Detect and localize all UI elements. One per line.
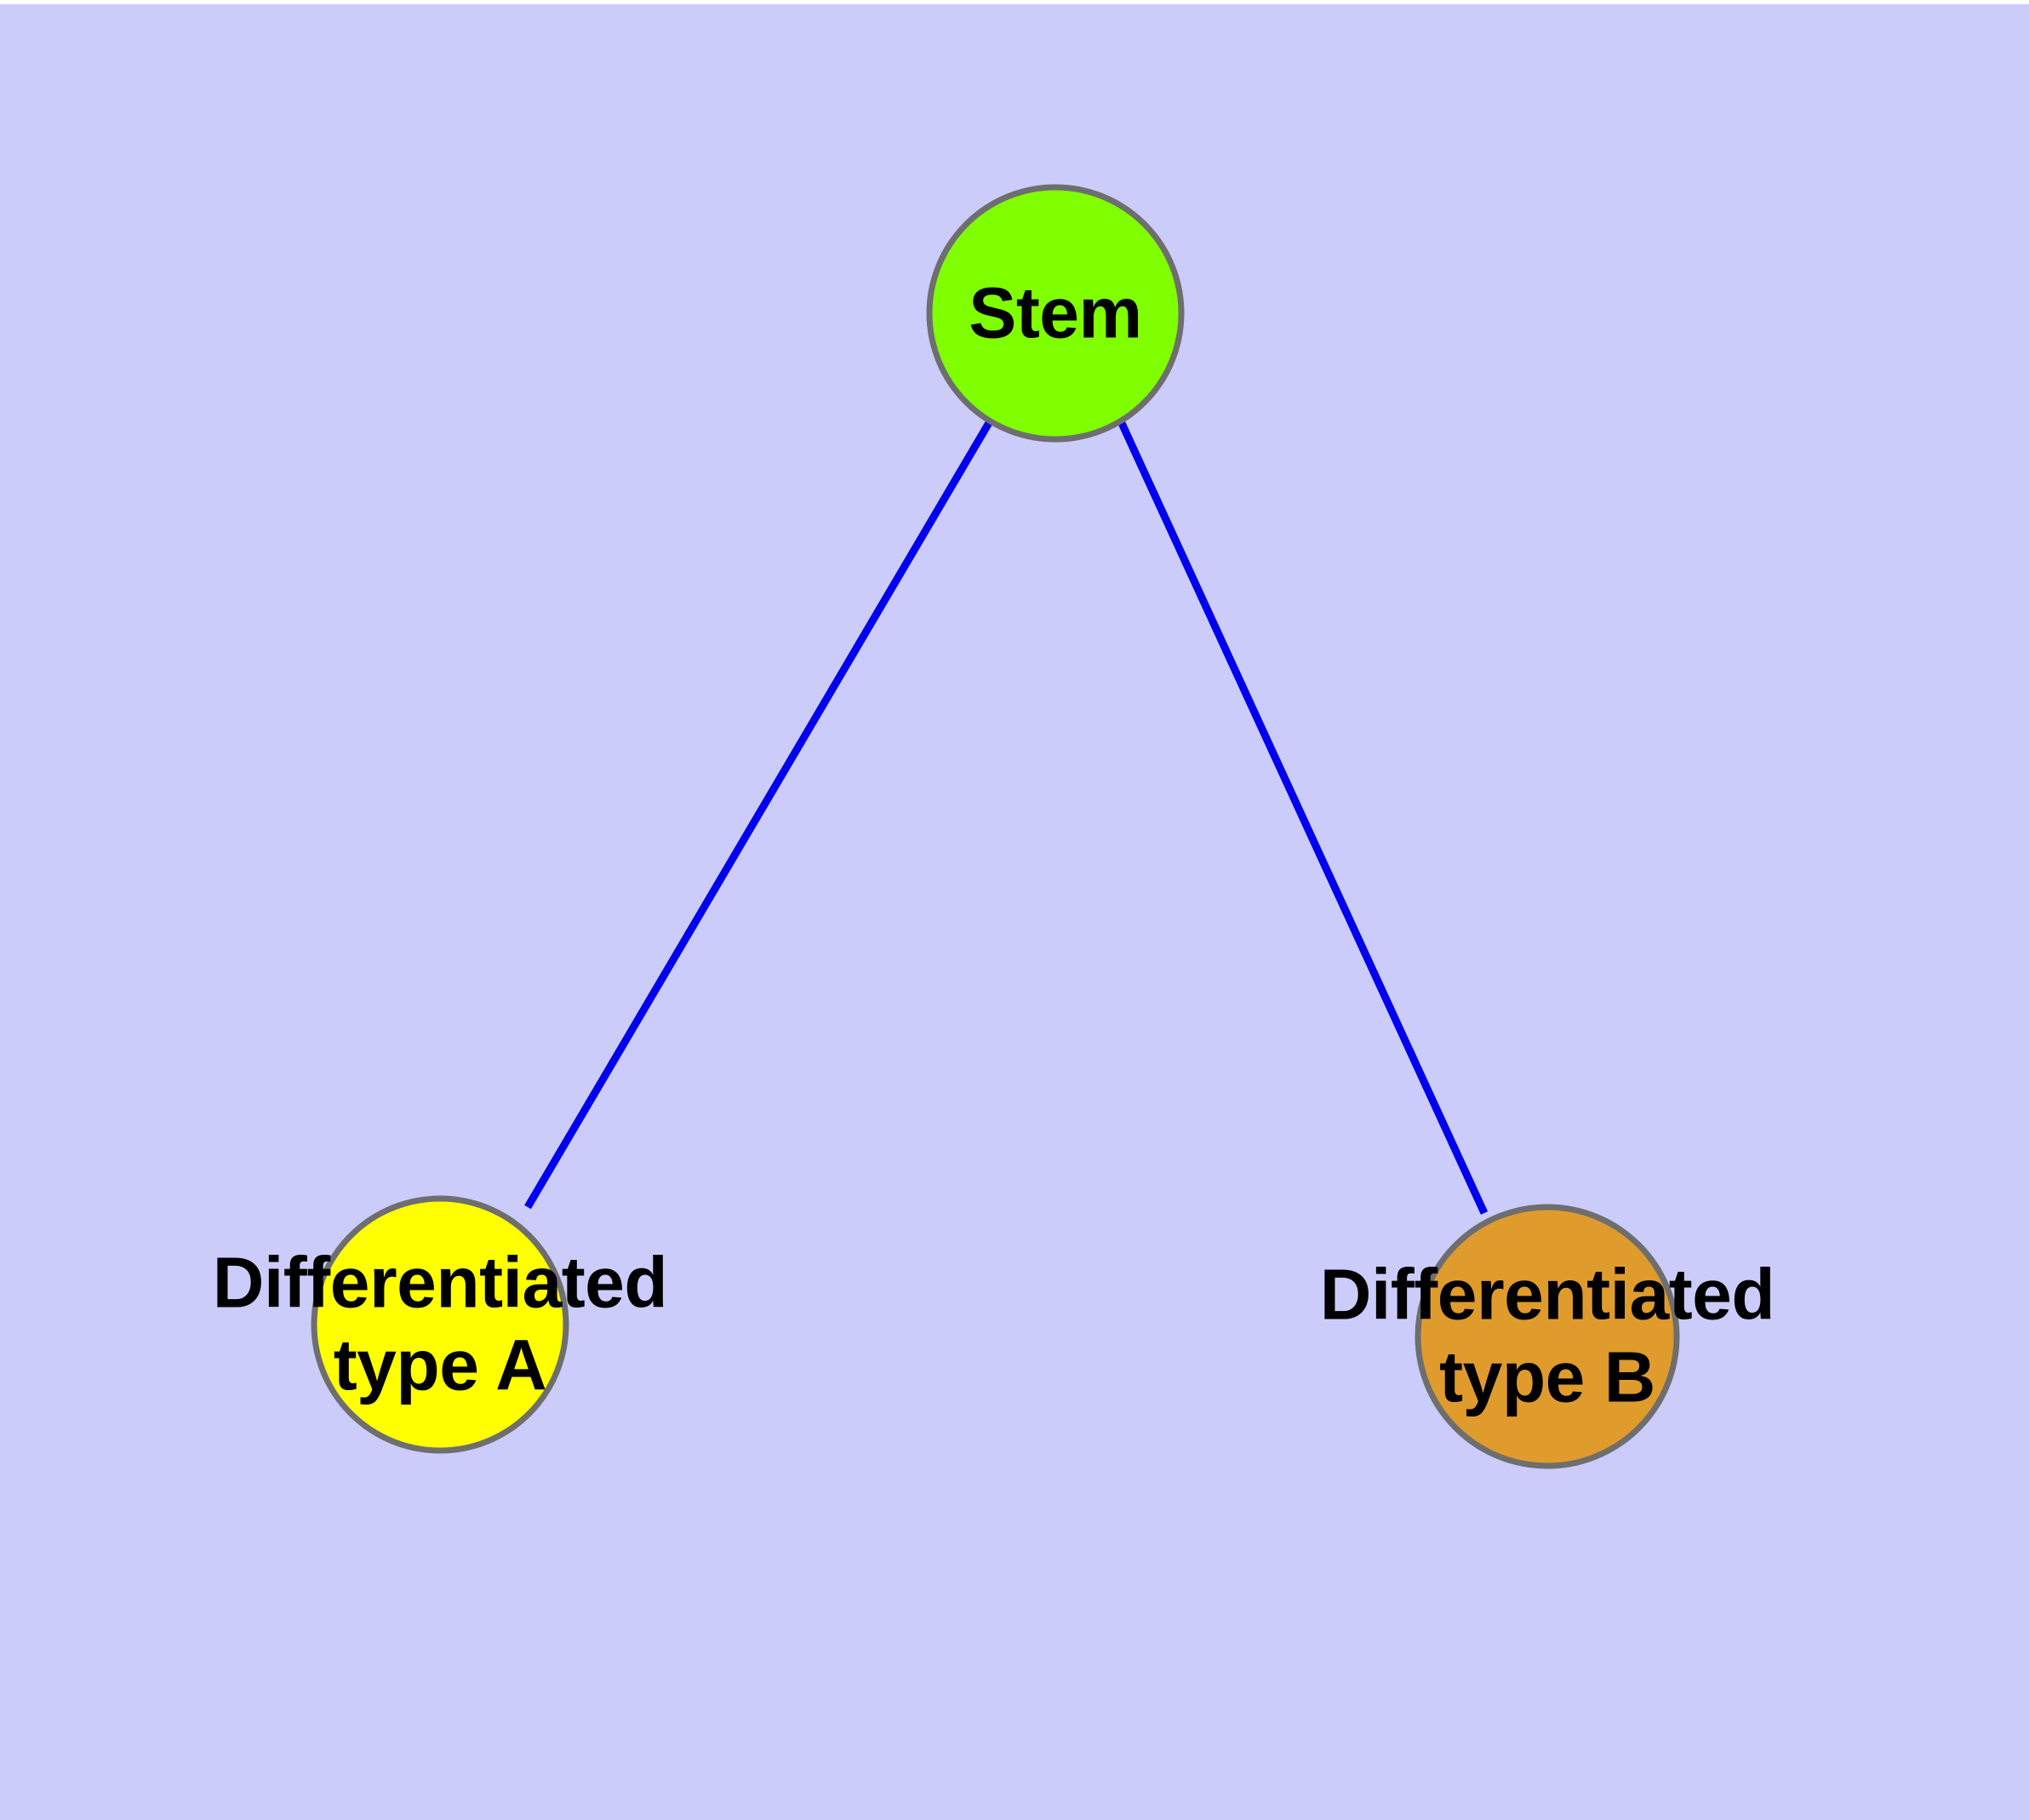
node-differentiated-type-b[interactable] [1415, 1204, 1680, 1469]
node-stem[interactable] [926, 184, 1185, 443]
node-group [311, 184, 1680, 1469]
edge-stem-to-differentiated-type-a[interactable] [524, 419, 993, 1210]
node-differentiated-type-a[interactable] [311, 1195, 569, 1454]
edge-group [524, 419, 1489, 1215]
edge-stem-to-differentiated-type-b[interactable] [1117, 420, 1489, 1215]
